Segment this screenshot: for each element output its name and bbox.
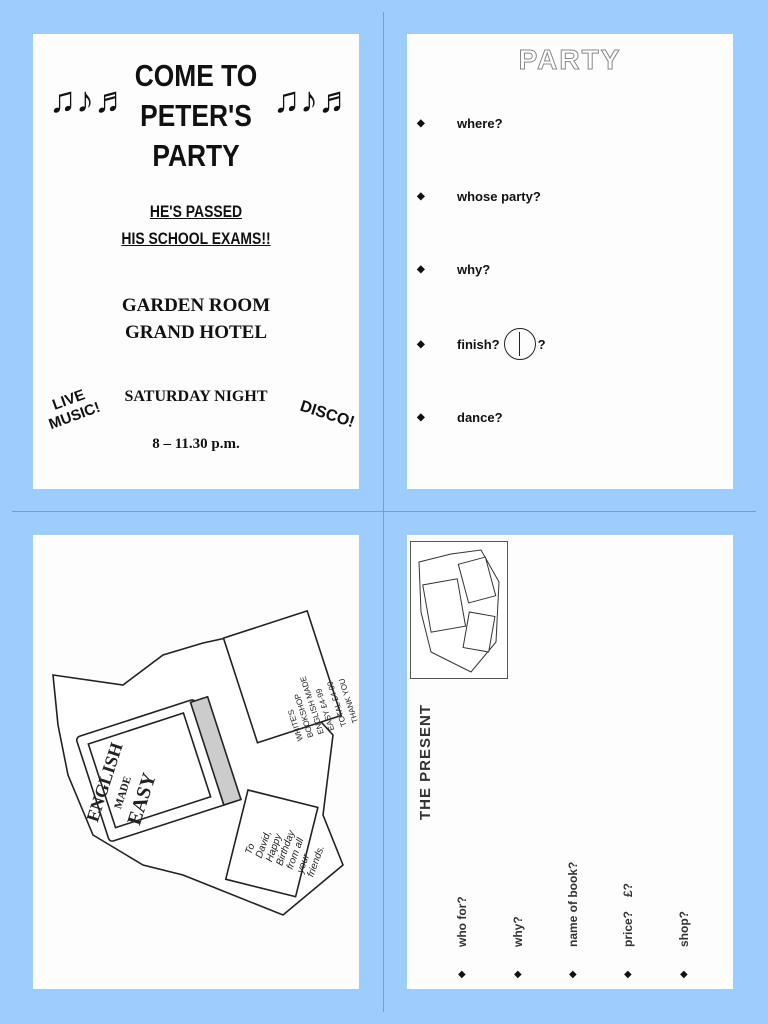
venue: GARDEN ROOM GRAND HOTEL [33, 292, 359, 346]
party-time: 8 – 11.30 p.m. [152, 436, 240, 452]
present-illustration: ENGLISH MADE EASY WHITE'S BOOKSHOP ENGLI… [52, 609, 359, 916]
receipt [222, 609, 343, 744]
horizontal-divider [12, 511, 756, 512]
music-notes-icon: ♫♪♬ [273, 79, 354, 120]
present-questions-panel: THE PRESENT who for? why? name of book? … [407, 535, 733, 989]
invitation-title: COME TO PETER'S PARTY [57, 56, 334, 176]
present-question: shop? [677, 911, 691, 947]
question-text: whose party? [457, 189, 541, 204]
title-line: PETER'S [140, 98, 252, 133]
present-illustration-panel: ENGLISH MADE EASY WHITE'S BOOKSHOP ENGLI… [33, 535, 359, 989]
price-suffix: £? [621, 882, 635, 897]
present-question: price? [621, 910, 635, 947]
vertical-divider [383, 12, 384, 1012]
present-thumbnail-drawing [418, 549, 500, 673]
birthday-card [224, 789, 319, 898]
question-item: ◆ whose party? [417, 189, 541, 204]
question-suffix: ? [537, 336, 546, 352]
music-notes-icon: ♫♪♬ [49, 79, 130, 120]
question-text: finish? [457, 336, 500, 352]
bullet-icon: ◆ [680, 969, 688, 980]
present-question: why? [511, 916, 525, 947]
party-questions-panel: PARTY ◆ where? ◆ whose party? ◆ why? ◆ finis… [407, 34, 733, 489]
present-question: who for? [455, 896, 469, 947]
card-line: To [243, 842, 257, 856]
present-question: name of book? [566, 861, 580, 947]
bullet-icon: ◆ [417, 412, 425, 423]
present-thumbnail [410, 541, 508, 679]
subtitle-line: HE'S PASSED [149, 202, 243, 221]
clock-icon [503, 328, 536, 360]
question-item: ◆ finish?? [417, 328, 546, 360]
invitation-panel: ♫♪♬ ♫♪♬ COME TO PETER'S PARTY HE'S PASSE… [33, 34, 359, 489]
question-item: ◆ why? [417, 262, 490, 277]
question-text: why? [457, 262, 491, 277]
present-heading: THE PRESENT [417, 703, 434, 820]
subtitle-line: HIS SCHOOL EXAMS!! [121, 229, 271, 248]
party-heading: PARTY [518, 44, 622, 76]
venue-line: GRAND HOTEL [125, 322, 267, 343]
invitation-subtitle: HE'S PASSED HIS SCHOOL EXAMS!! [62, 198, 329, 252]
title-line: COME TO [134, 58, 258, 93]
question-text: dance? [457, 410, 503, 425]
bullet-icon: ◆ [417, 338, 425, 350]
question-text: where? [457, 116, 503, 131]
title-line: PARTY [152, 138, 240, 173]
question-item: ◆ where? [417, 116, 503, 131]
bullet-icon: ◆ [514, 969, 522, 980]
question-item: ◆ dance? [417, 410, 503, 425]
bullet-icon: ◆ [417, 191, 425, 202]
bullet-icon: ◆ [417, 264, 425, 275]
bullet-icon: ◆ [624, 969, 632, 980]
bullet-icon: ◆ [417, 118, 425, 129]
bullet-icon: ◆ [569, 969, 577, 980]
venue-line: GARDEN ROOM [121, 295, 271, 316]
bullet-icon: ◆ [458, 969, 466, 980]
party-day: SATURDAY NIGHT [124, 388, 268, 405]
